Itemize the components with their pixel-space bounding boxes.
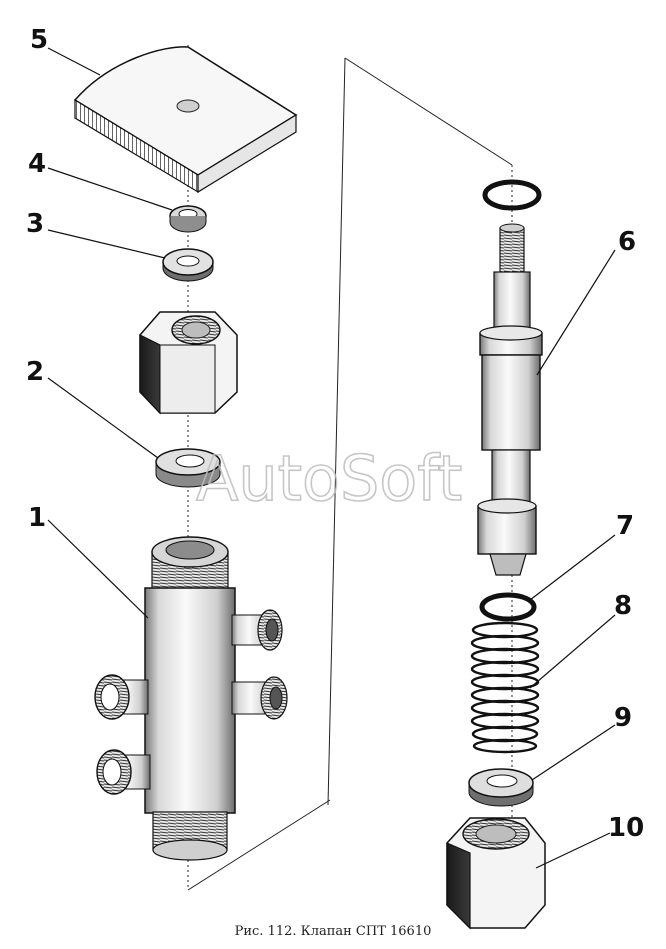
part-6-valve-stem	[477, 223, 543, 576]
leader-lines	[47, 47, 616, 869]
leader-9	[531, 724, 616, 781]
callout-10: 10	[608, 813, 644, 843]
callout-labels: 5 4 3 2 1 6 7 8 9 10	[26, 25, 644, 843]
part-2-thick-washer	[155, 448, 221, 488]
nipple-left-top	[94, 674, 149, 720]
callout-7: 7	[616, 511, 634, 541]
nipple-right-bottom	[231, 676, 288, 720]
part-9-washer	[468, 768, 534, 807]
nipple-right-top	[231, 609, 283, 651]
part-3-washer	[162, 248, 214, 282]
watermark-text: AutoSoft	[196, 442, 462, 515]
part-8-spring	[470, 621, 540, 754]
figure-caption: Рис. 112. Клапан СПТ 16610	[234, 924, 432, 939]
callout-1: 1	[28, 503, 46, 533]
callout-9: 9	[614, 703, 632, 733]
leader-1	[47, 519, 149, 619]
leader-10	[535, 832, 611, 869]
part-7-o-ring	[479, 592, 537, 622]
nipple-left-bottom	[96, 749, 151, 795]
leader-4	[47, 167, 173, 211]
callout-6: 6	[618, 227, 636, 257]
leader-7	[529, 534, 616, 601]
callout-2: 2	[26, 357, 44, 387]
part-5-plate	[73, 46, 298, 194]
leader-3	[47, 229, 166, 259]
leader-8	[529, 614, 616, 689]
part-10-hex-nut	[446, 817, 546, 930]
part-1-valve-body	[94, 536, 288, 861]
callout-3: 3	[26, 209, 44, 239]
upper-hex-nut	[139, 311, 238, 415]
callout-4: 4	[28, 149, 46, 179]
callout-5: 5	[30, 25, 48, 55]
leader-5	[47, 47, 101, 76]
part-4-lock-washer	[169, 205, 207, 233]
leader-2	[47, 377, 159, 459]
o-ring-top	[482, 179, 542, 211]
callout-8: 8	[614, 591, 632, 621]
leader-6	[536, 249, 616, 376]
